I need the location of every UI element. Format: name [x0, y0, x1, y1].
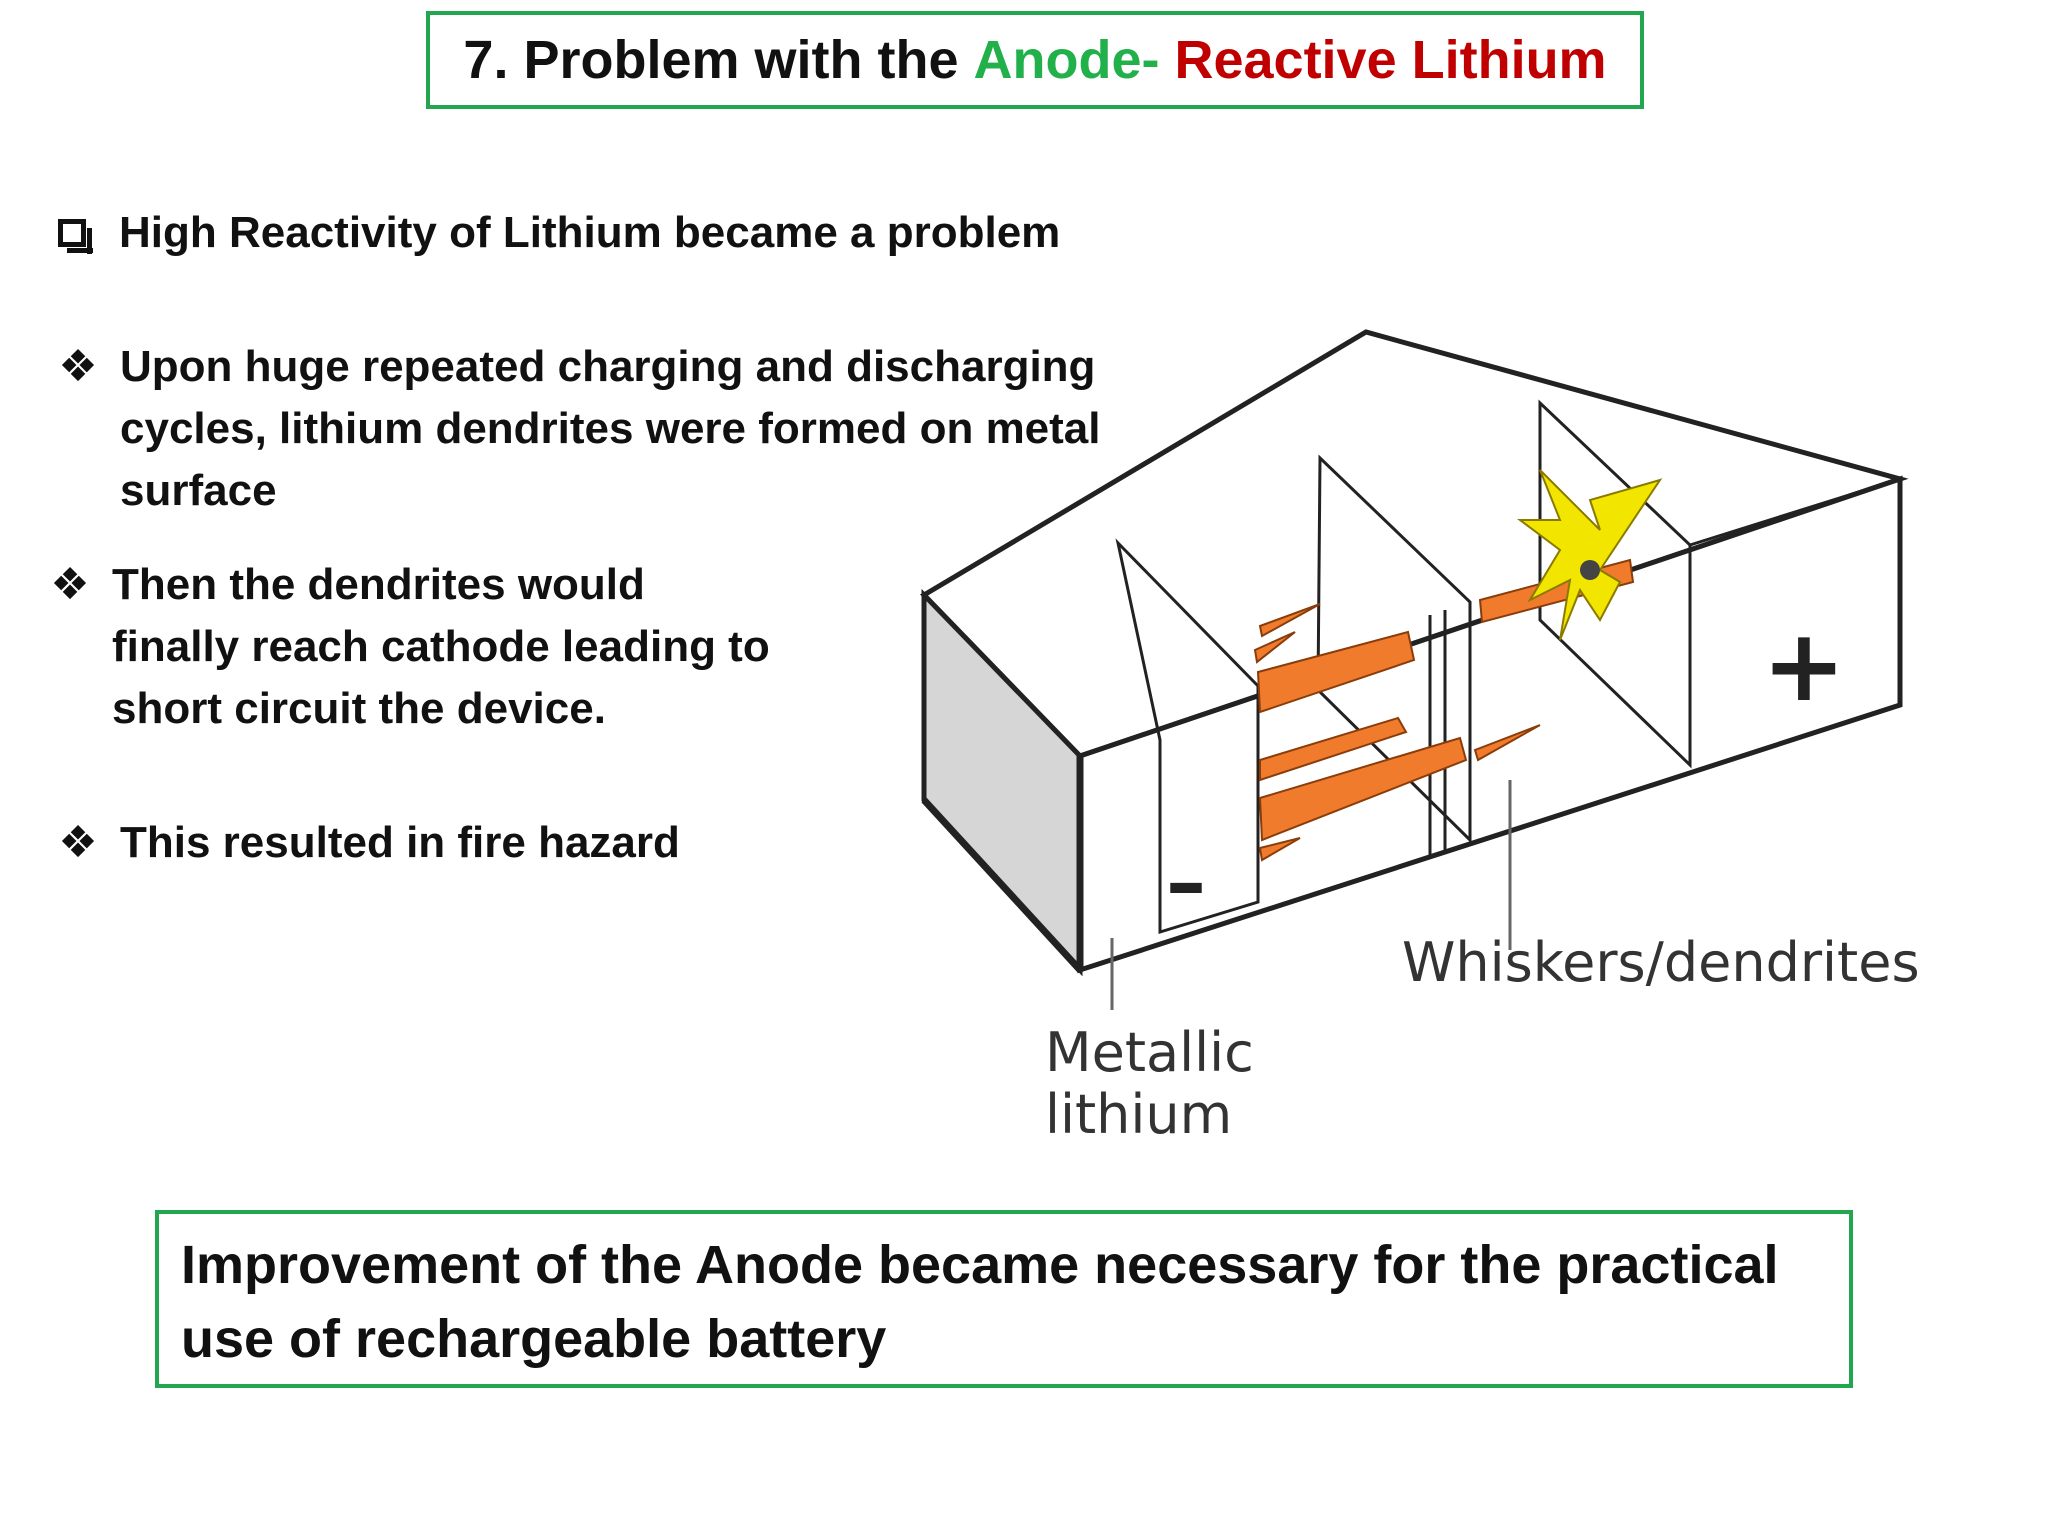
battery-dendrite-diagram: – + [900, 320, 2000, 1170]
plus-sign: + [1762, 607, 1846, 724]
bullet-text: Upon huge repeated charging and discharg… [58, 336, 1138, 522]
bullet-item: ❖ Upon huge repeated charging and discha… [58, 336, 1138, 522]
conclusion-box: Improvement of the Anode became necessar… [155, 1210, 1853, 1388]
title-prefix: 7. Problem with the [463, 30, 974, 90]
diamond-bullet-icon: ❖ [58, 818, 98, 867]
title-anode: Anode- [973, 30, 1175, 90]
title-reactive-lithium: Reactive Lithium [1174, 30, 1607, 90]
bullet-text: High Reactivity of Lithium became a prob… [119, 208, 1061, 257]
metallic-lithium-label: Metallic lithium [1045, 1021, 1254, 1146]
bullet-item: ❖ Then the dendrites would finally reach… [50, 554, 830, 740]
bullet-text-content: Then the dendrites would finally reach c… [112, 560, 770, 733]
slide-title: 7. Problem with the Anode- Reactive Lith… [426, 11, 1644, 109]
checkbox-icon [58, 202, 98, 264]
battery-cell-illustration: – + [920, 329, 1909, 1010]
whiskers-dendrites-label: Whiskers/dendrites [1402, 931, 1920, 994]
bullet-text: Then the dendrites would finally reach c… [50, 554, 830, 740]
diamond-bullet-icon: ❖ [58, 342, 98, 391]
spark-icon [1517, 469, 1663, 641]
bullet-item: High Reactivity of Lithium became a prob… [58, 202, 1098, 264]
minus-sign: – [1166, 836, 1206, 929]
diamond-bullet-icon: ❖ [50, 560, 90, 609]
bullet-item: ❖ This resulted in fire hazard [58, 812, 858, 874]
bullet-text: This resulted in fire hazard [120, 818, 680, 867]
conclusion-text: Improvement of the Anode became necessar… [181, 1235, 1779, 1369]
bullet-text-content: Upon huge repeated charging and discharg… [120, 342, 1101, 515]
